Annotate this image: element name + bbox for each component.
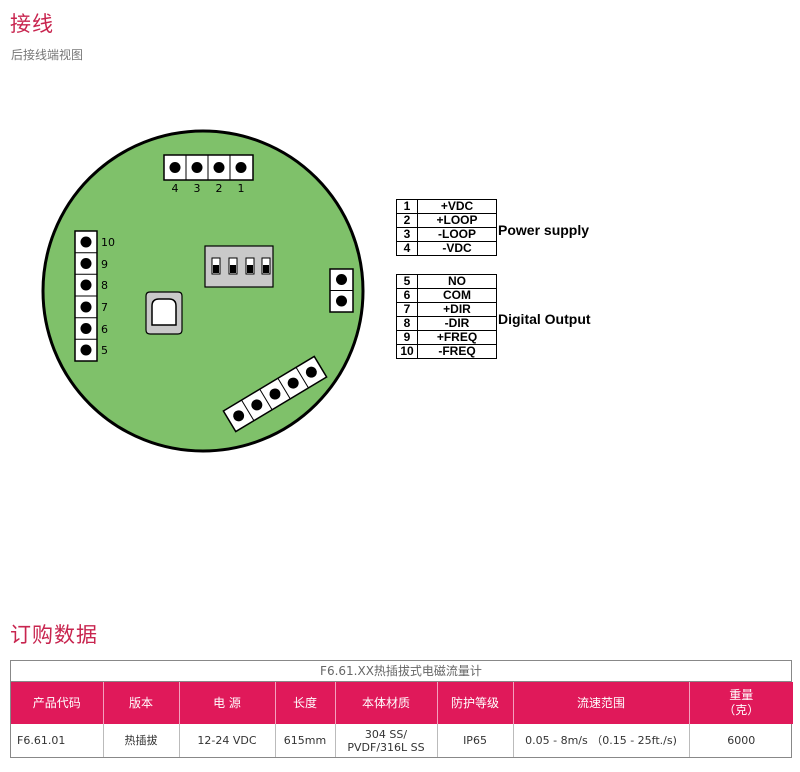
left-pin-label: 5 — [101, 344, 108, 357]
cell-power: 12-24 VDC — [179, 724, 276, 757]
pin-row: 10 -FREQ — [396, 344, 497, 359]
pin-number: 4 — [396, 241, 418, 256]
top-pin-label: 1 — [238, 182, 245, 195]
cell-length: 615mm — [275, 724, 336, 757]
top-pin-label: 4 — [172, 182, 179, 195]
power-supply-label: Power supply — [498, 222, 590, 238]
top-pin-label: 2 — [216, 182, 223, 195]
top-pin-label: 3 — [194, 182, 201, 195]
pin-number: 1 — [396, 199, 418, 214]
header-weight: 重量 （克） — [689, 682, 793, 724]
digital-pin-table: 5 NO 6 COM 7 +DIR 8 -DIR 9 +FREQ 10 -FRE… — [396, 274, 497, 359]
header-flow-range: 流速范围 — [513, 682, 690, 724]
cell-body-material: 304 SS/ PVDF/316L SS — [335, 724, 438, 757]
pin-row: 2 +LOOP — [396, 213, 497, 228]
table-row: F6.61.01 热插拔 12-24 VDC 615mm 304 SS/ PVD… — [11, 724, 793, 757]
pin-number: 6 — [396, 288, 418, 303]
header-weight-line: 重量 — [729, 688, 754, 702]
pin-function: +VDC — [417, 199, 497, 214]
pin-function: -LOOP — [417, 227, 497, 242]
header-version: 版本 — [103, 682, 180, 724]
left-pin-label: 9 — [101, 258, 108, 271]
header-protection: 防护等级 — [437, 682, 514, 724]
pin-function: +FREQ — [417, 330, 497, 345]
pin-number: 2 — [396, 213, 418, 228]
power-pin-table: 1 +VDC 2 +LOOP 3 -LOOP 4 -VDC — [396, 199, 497, 256]
order-table: 产品代码 版本 电 源 长度 本体材质 防护等级 流速范围 重量 （克） F6.… — [11, 682, 793, 757]
sensor-component — [145, 291, 183, 335]
pin-function: +LOOP — [417, 213, 497, 228]
pcb-rear-view: 4 3 2 1 10 9 8 7 6 5 — [41, 129, 365, 453]
pin-row: 9 +FREQ — [396, 330, 497, 345]
pin-row: 3 -LOOP — [396, 227, 497, 242]
cell-product-code: F6.61.01 — [11, 724, 104, 757]
pin-row: 7 +DIR — [396, 302, 497, 317]
pin-row: 1 +VDC — [396, 199, 497, 214]
pin-function: NO — [417, 274, 497, 289]
pin-function: COM — [417, 288, 497, 303]
order-title: 订购数据 — [10, 623, 98, 647]
dip-switch — [204, 245, 274, 288]
left-pin-header — [74, 230, 98, 362]
pin-number: 8 — [396, 316, 418, 331]
material-line: PVDF/316L SS — [347, 740, 425, 754]
cell-protection: IP65 — [437, 724, 514, 757]
pcb-disc — [41, 129, 365, 453]
left-pin-label: 10 — [101, 236, 115, 249]
pin-function: +DIR — [417, 302, 497, 317]
digital-output-label: Digital Output — [498, 311, 591, 327]
pin-number: 9 — [396, 330, 418, 345]
pin-number: 10 — [396, 344, 418, 359]
pin-function: -FREQ — [417, 344, 497, 359]
material-line: 304 SS/ — [364, 727, 408, 741]
left-pin-label: 7 — [101, 301, 108, 314]
pin-row: 6 COM — [396, 288, 497, 303]
header-length: 长度 — [275, 682, 336, 724]
pin-row: 4 -VDC — [396, 241, 497, 256]
order-table-caption: F6.61.XX热插拔式电磁流量计 — [11, 661, 791, 682]
cell-version: 热插拔 — [103, 724, 180, 757]
pin-function: -VDC — [417, 241, 497, 256]
pin-number: 7 — [396, 302, 418, 317]
order-header-row: 产品代码 版本 电 源 长度 本体材质 防护等级 流速范围 重量 （克） — [11, 682, 793, 724]
pin-number: 3 — [396, 227, 418, 242]
pin-row: 8 -DIR — [396, 316, 497, 331]
angled-pin-header — [222, 355, 328, 433]
pin-row: 5 NO — [396, 274, 497, 289]
left-pin-label: 6 — [101, 323, 108, 336]
cell-weight: 6000 — [727, 734, 756, 747]
header-power: 电 源 — [179, 682, 276, 724]
wiring-subtitle: 后接线端视图 — [11, 48, 84, 62]
header-body-material: 本体材质 — [335, 682, 438, 724]
header-weight-unit: （克） — [723, 703, 760, 717]
right-pin-header — [329, 268, 354, 313]
top-pin-header — [163, 154, 254, 181]
header-product-code: 产品代码 — [11, 682, 104, 724]
cell-flow-range: 0.05 - 8m/s （0.15 - 25ft./s) — [513, 724, 690, 757]
pin-function: -DIR — [417, 316, 497, 331]
left-pin-label: 8 — [101, 279, 108, 292]
wiring-title: 接线 — [10, 12, 54, 36]
pin-number: 5 — [396, 274, 418, 289]
order-table-container: F6.61.XX热插拔式电磁流量计 产品代码 版本 电 源 长度 本体材质 防护… — [10, 660, 793, 758]
